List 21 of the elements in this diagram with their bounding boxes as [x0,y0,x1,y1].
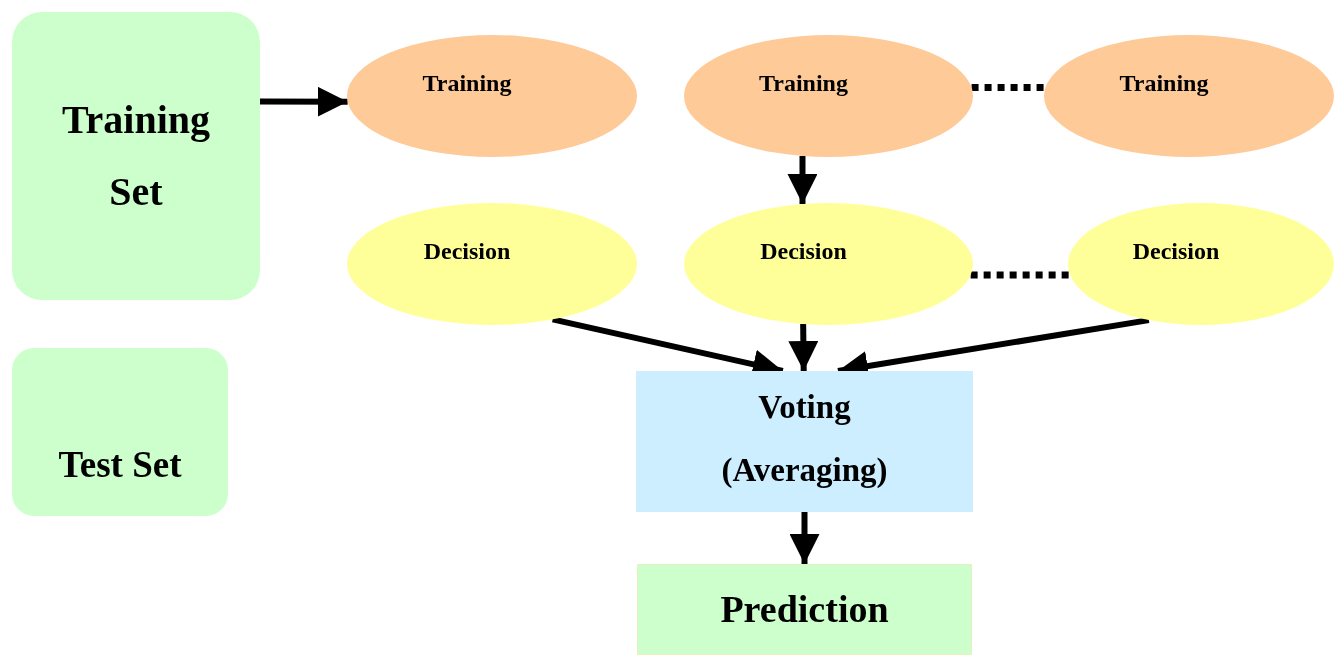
arrow [260,86,348,117]
node-label: Test Set [58,442,182,487]
node-label: Training [759,69,848,98]
node-label: Training [422,69,512,98]
node-label: Training Set [60,96,212,216]
arrow [788,324,819,372]
arrow [787,156,818,204]
dotted-line [971,83,1046,91]
rounded-box [12,348,228,516]
dotted-line [970,271,1071,279]
node-label: (Averaging) [721,451,888,491]
node-label: Decision [760,237,847,266]
node-label: Training [1119,69,1209,98]
arrow [789,512,820,564]
node-label: Decision [1132,237,1220,266]
node-label: Prediction [720,586,889,632]
process-box [636,371,973,512]
node-label: Decision [423,237,511,266]
node-label: Voting [758,388,851,427]
rounded-box [12,12,260,300]
output-box [637,564,972,655]
